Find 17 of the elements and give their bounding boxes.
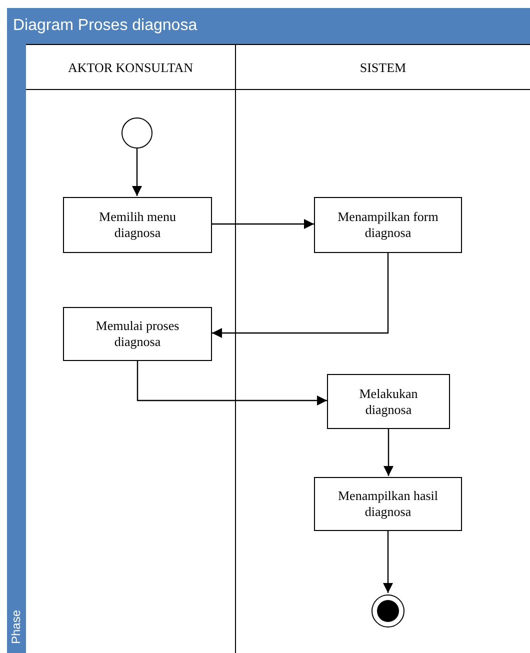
- lane-header: AKTOR KONSULTAN: [26, 45, 235, 90]
- arrow: [132, 148, 142, 196]
- phase-label: Phase: [9, 610, 24, 644]
- activity-box: Menampilkan hasil diagnosa: [314, 477, 462, 531]
- activity-box: Melakukan diagnosa: [327, 374, 450, 429]
- arrow: [384, 428, 394, 476]
- activity-box: Memulai proses diagnosa: [63, 307, 212, 361]
- start-node: [121, 117, 153, 149]
- end-node: [371, 594, 405, 628]
- activity-box: Memilih menu diagnosa: [63, 197, 212, 253]
- lane-header: SISTEM: [236, 45, 530, 90]
- arrow: [212, 219, 314, 229]
- activity-box: Menampilkan form diagnosa: [314, 197, 462, 253]
- diagram-title: Diagram Proses diagnosa: [13, 17, 198, 35]
- arrow: [212, 252, 389, 338]
- arrow: [136, 360, 327, 406]
- arrow: [383, 530, 393, 593]
